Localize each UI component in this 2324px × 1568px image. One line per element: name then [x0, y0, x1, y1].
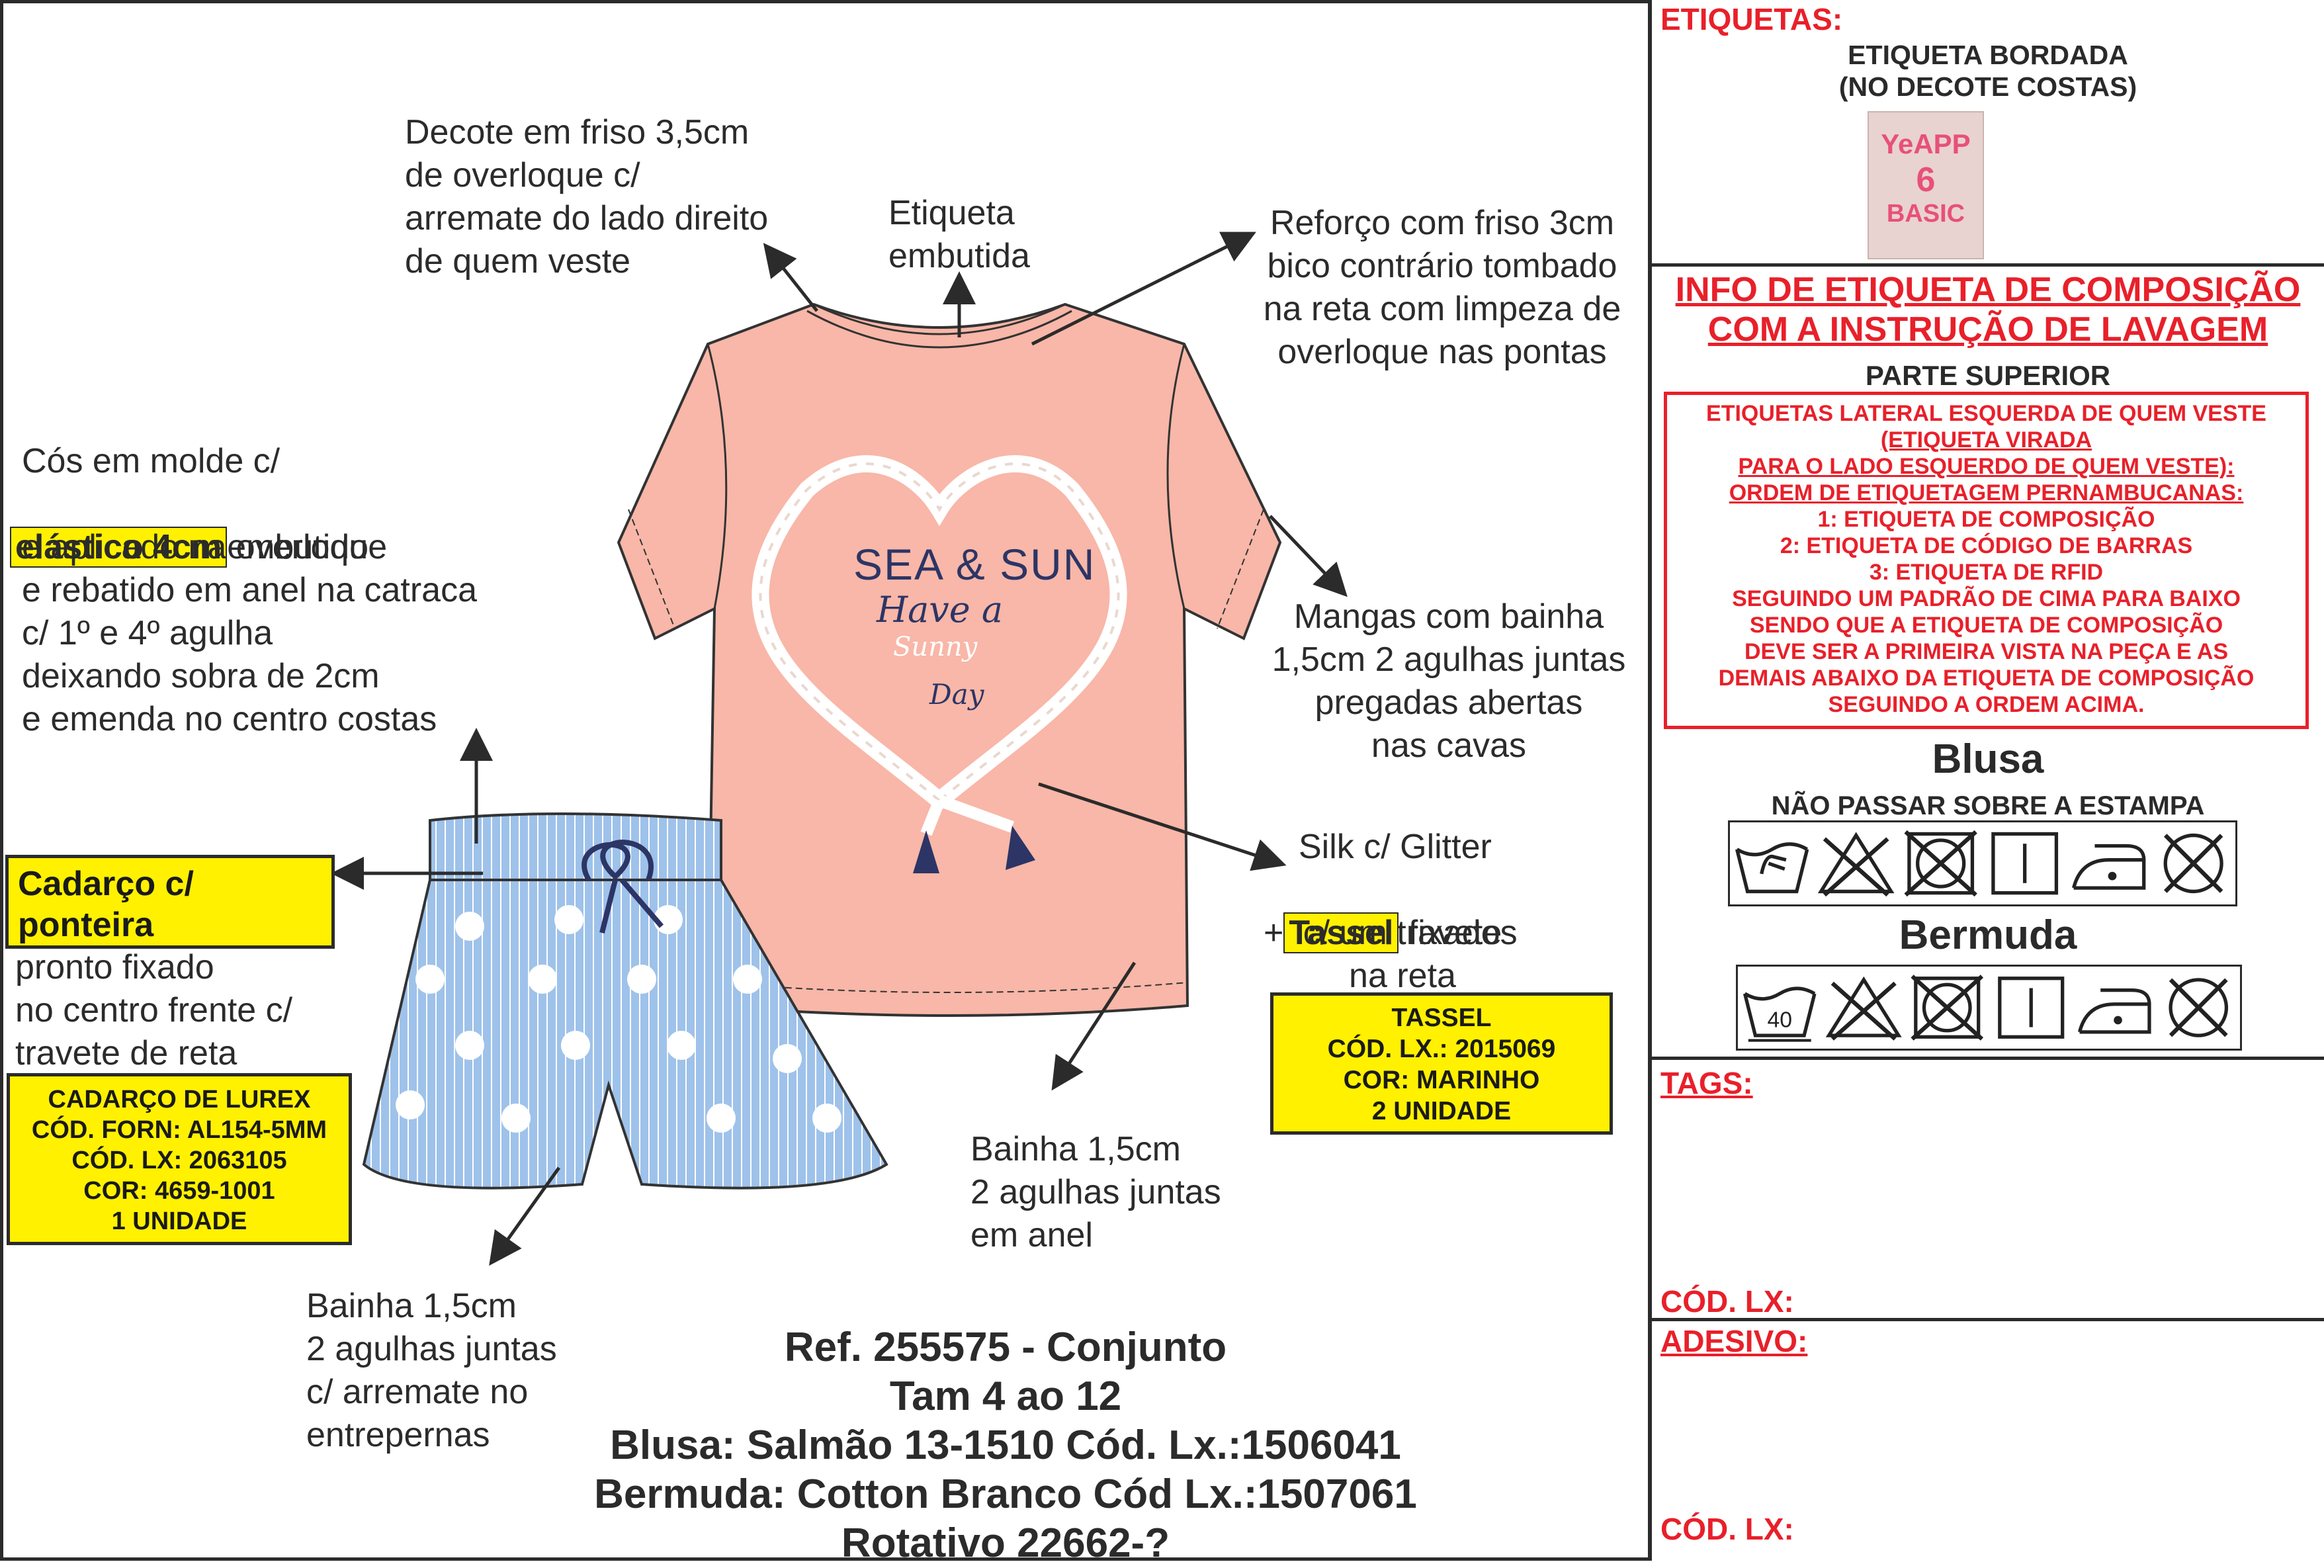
highlight-tassel: Tassel — [1283, 912, 1399, 953]
iron-low-icon — [2072, 844, 2146, 890]
nao-passar: NÃO PASSAR SOBRE A ESTAMPA — [1771, 791, 2205, 820]
no-dry-clean-icon — [2163, 833, 2223, 894]
panel-sep-1 — [1651, 263, 2324, 267]
note-bainha-bermuda: Bainha 1,5cm 2 agulhas juntas c/ arremat… — [306, 1287, 557, 1454]
blusa-title: Blusa — [1932, 736, 2044, 782]
etiquetas-title: ETIQUETAS: — [1660, 2, 1843, 36]
silk-plus: + — [1264, 914, 1284, 952]
no-tumble-dry-icon — [1911, 975, 1984, 1041]
care-symbols-blusa — [1728, 820, 2237, 906]
lurex-box-l5: 1 UNIDADE — [111, 1207, 247, 1235]
ref-title: Ref. 255575 - Conjunto — [784, 1325, 1227, 1370]
note-bainha-blusa: Bainha 1,5cm 2 agulhas juntas em anel — [970, 1130, 1221, 1254]
blusa-info: Blusa: Salmão 13-1510 Cód. Lx.:1506041 — [610, 1422, 1401, 1468]
tassel-box-l2: CÓD. LX.: 2015069 — [1327, 1035, 1556, 1063]
label-size: 6 — [1916, 161, 1936, 199]
wash-temp: 40 — [1767, 1008, 1792, 1033]
annotation-arrows — [331, 232, 1348, 1266]
cadarco-box: Cadarço c/ ponteira — [5, 855, 335, 949]
info-title-l2: COM A INSTRUÇÃO DE LAVAGEM — [1707, 310, 2268, 349]
label-brand: YeAPP — [1881, 128, 1971, 159]
order-line: ORDEM DE ETIQUETAGEM PERNAMBUCANAS: — [1729, 480, 2244, 505]
note-mangas: Mangas com bainha 1,5cm 2 agulhas juntas… — [1271, 597, 1626, 765]
bermuda-info: Bermuda: Cotton Branco Cód Lx.:1507061 — [594, 1471, 1417, 1517]
lurex-box-l3: CÓD. LX: 2063105 — [71, 1147, 287, 1174]
label-basic: BASIC — [1886, 200, 1965, 228]
order-line: SEGUINDO UM PADRÃO DE CIMA PARA BAIXO — [1732, 586, 2241, 611]
order-line: 3: ETIQUETA DE RFID — [1869, 560, 2104, 585]
panel-sep-3 — [1651, 1318, 2324, 1321]
lurex-box: CADARÇO DE LUREX CÓD. FORN: AL154-5MM CÓ… — [7, 1073, 352, 1245]
tassel-box-l1: TASSEL — [1391, 1004, 1492, 1032]
lurex-box-l1: CADARÇO DE LUREX — [48, 1086, 311, 1113]
cod-lx-adesivo: CÓD. LX: — [1660, 1512, 1794, 1546]
bordada-l1: ETIQUETA BORDADA — [1848, 40, 2128, 70]
tassel-box-l3: COR: MARINHO — [1343, 1066, 1540, 1094]
panel-divider — [1648, 0, 1652, 1561]
order-line: SEGUINDO A ORDEM ACIMA. — [1828, 692, 2145, 717]
tags-title: TAGS: — [1660, 1066, 1753, 1100]
order-line: 2: ETIQUETA DE CÓDIGO DE BARRAS — [1780, 533, 2193, 558]
bordada-l2: (NO DECOTE COSTAS) — [1838, 71, 2137, 102]
order-line: 1: ETIQUETA DE COMPOSIÇÃO — [1817, 507, 2155, 532]
line-dry-icon — [1991, 832, 2059, 895]
left-border — [0, 0, 3, 1561]
care-symbols-bermuda: 40 — [1736, 965, 2242, 1051]
line-dry-icon — [1997, 977, 2064, 1039]
lurex-box-l4: COR: 4659-1001 — [83, 1177, 275, 1205]
parte-superior: PARTE SUPERIOR — [1865, 360, 2111, 391]
note-silk-line1: Silk c/ Glitter — [1299, 828, 1492, 866]
lurex-box-l2: CÓD. FORN: AL154-5MM — [31, 1116, 327, 1144]
note-cos-rest: e aplicado na overloque e rebatido em an… — [22, 528, 477, 738]
note-decote: Decote em friso 3,5cm de overloque c/ ar… — [405, 113, 769, 281]
embroidered-label: YeAPP 6 BASIC — [1868, 111, 1984, 259]
cod-lx-tags: CÓD. LX: — [1660, 1284, 1794, 1319]
wash-40-icon: 40 — [1743, 986, 1817, 1042]
shorts-illustration — [362, 812, 888, 1190]
print-sea-sun: SEA & SUN — [853, 540, 1096, 589]
print-have-a: Have a — [877, 589, 1004, 631]
silk-fixados: fixados — [1408, 914, 1518, 952]
cos-embutido: embutido — [227, 528, 369, 566]
rotativo-info: Rotativo 22662-? — [841, 1520, 1170, 1566]
note-cadarco-rest: pronto fixado no centro frente c/ travet… — [15, 948, 293, 1072]
adesivo-title: ADESIVO: — [1660, 1324, 1808, 1358]
panel-sep-2 — [1651, 1057, 2324, 1060]
top-border — [0, 0, 1651, 3]
print-sunny: Sunny — [893, 632, 978, 662]
note-silk-rest: c/ um travete na reta — [1303, 914, 1502, 995]
hand-wash-icon — [1735, 842, 1809, 894]
note-etiqueta-embutida: Etiqueta embutida — [888, 194, 1030, 275]
no-dry-clean-icon — [2168, 978, 2228, 1037]
no-bleach-icon — [1825, 976, 1902, 1041]
order-line: ETIQUETAS LATERAL ESQUERDA DE QUEM VESTE — [1706, 401, 2266, 426]
note-reforco: Reforço com friso 3cm bico contrário tom… — [1263, 204, 1621, 371]
tshirt-illustration — [617, 302, 1282, 1017]
no-tumble-dry-icon — [1904, 830, 1977, 897]
no-bleach-icon — [1818, 832, 1895, 897]
bermuda-title: Bermuda — [1899, 912, 2077, 958]
order-line: SENDO QUE A ETIQUETA DE COMPOSIÇÃO — [1749, 613, 2223, 638]
highlight-elastico: elástico 4cm — [10, 527, 228, 568]
tam-title: Tam 4 ao 12 — [889, 1373, 1122, 1419]
order-line: DEMAIS ABAIXO DA ETIQUETA DE COMPOSIÇÃO — [1718, 666, 2255, 691]
order-line: (ETIQUETA VIRADA — [1880, 427, 2092, 453]
labeling-order-box: ETIQUETAS LATERAL ESQUERDA DE QUEM VESTE… — [1664, 392, 2309, 729]
print-day: Day — [929, 678, 984, 711]
iron-low-icon — [2077, 988, 2151, 1034]
tassel-box-l4: 2 UNIDADE — [1371, 1097, 1512, 1125]
info-title-l1: INFO DE ETIQUETA DE COMPOSIÇÃO — [1675, 271, 2301, 309]
order-line: PARA O LADO ESQUERDO DE QUEM VESTE): — [1738, 454, 2235, 479]
tassel-box: TASSEL CÓD. LX.: 2015069 COR: MARINHO 2 … — [1270, 992, 1613, 1135]
note-cos-line1: Cós em molde c/ — [22, 442, 280, 480]
bottom-border — [0, 1557, 1651, 1561]
order-line: DEVE SER A PRIMEIRA VISTA NA PEÇA E AS — [1744, 639, 2229, 664]
note-silk-line2: +Tassel fixados — [1264, 869, 1518, 955]
